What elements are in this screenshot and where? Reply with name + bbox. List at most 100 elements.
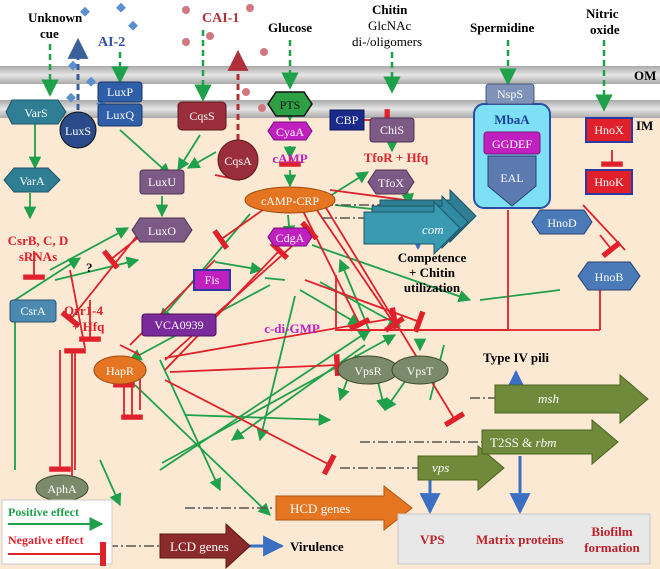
cai1-label: CAI-1 [202,11,239,26]
node-pts: PTS [267,91,313,117]
svg-text:HnoD: HnoD [547,216,577,230]
legend-positive-label: Positive effect [8,505,79,519]
unknown-cue-label-2: cue [40,26,59,41]
node-vpsr: VpsR [337,355,399,385]
legend: Positive effect Negative effect [1,499,113,566]
t2ss-label: T2SS & rbm [490,435,556,450]
svg-text:CdgA: CdgA [276,231,305,245]
node-apha: AphA [35,474,89,502]
svg-text:HnoK: HnoK [594,175,624,189]
chitin-label: Chitin [372,2,408,17]
svg-text:ChiS: ChiS [380,123,404,137]
msh-label: msh [538,391,559,406]
node-ggdef: GGDEF [483,131,541,155]
node-cbp: CBP [329,109,365,131]
matrix-proteins-label: Matrix proteins [476,532,564,547]
node-hnok: HnoK [585,169,633,195]
node-hapr: HapR [93,355,147,385]
svg-text:AphA: AphA [47,482,77,496]
vps-outcome-label: VPS [420,532,445,547]
svg-text:EAL: EAL [500,171,523,185]
unknown-cue-label-1: Unknown [28,10,83,25]
question-mark: ? [86,260,93,275]
svg-text:HnoB: HnoB [595,270,624,284]
csr-srnas-label-2: sRNAs [19,249,57,264]
camp-label: cAMP [272,151,307,166]
gene-arrow-com: com [363,188,477,256]
svg-text:GGDEF: GGDEF [492,137,532,151]
node-luxq: LuxQ [97,103,143,127]
svg-text:TfoX: TfoX [378,176,404,190]
svg-text:LuxU: LuxU [148,175,176,189]
hcd-genes-label: HCD genes [290,501,350,516]
gene-arrow-lcd: LCD genes [159,522,251,569]
node-hnox: HnoX [585,117,633,143]
svg-text:CyaA: CyaA [276,125,304,139]
ai2-label: AI-2 [98,35,125,50]
vps-gene-label: vps [432,460,449,475]
svg-text:VCA0939: VCA0939 [154,318,203,332]
gene-arrow-t2ss-rbm: T2SS & rbm [481,418,619,466]
svg-text:cAMP-CRP: cAMP-CRP [261,194,319,208]
competence-label-1: Competence [398,250,467,265]
node-luxu: LuxU [139,169,185,195]
svg-text:VpsT: VpsT [407,364,434,378]
outer-membrane [0,66,660,84]
node-vca0939: VCA0939 [141,313,217,337]
nitric-label-2: oxide [590,22,620,37]
oligomers-label: di-/oligomers [352,34,422,49]
svg-text:VarS: VarS [24,106,47,120]
node-luxo: LuxO [131,217,193,243]
svg-text:HapR: HapR [106,364,134,378]
gene-arrow-hcd: HCD genes [275,484,413,532]
node-fis: Fis [193,269,231,291]
node-hnob: HnoB [577,261,641,291]
om-label: OM [634,68,656,83]
node-tfox: TfoX [367,169,415,195]
svg-text:CqsS: CqsS [189,109,214,123]
node-vars: VarS [5,99,67,125]
node-vara: VarA [3,167,61,193]
qrr-label-1: Qrr1-4 [64,303,103,318]
svg-text:CBP: CBP [336,113,359,127]
node-eal: EAL [487,155,537,207]
competence-label-3: utilization [404,280,461,295]
im-label: IM [636,118,653,133]
node-chis: ChiS [369,117,415,143]
svg-text:NspS: NspS [497,87,523,101]
biofilm-label-2: formation [584,540,640,555]
svg-text:VarA: VarA [19,174,45,188]
node-csra: CsrA [9,299,57,323]
node-luxp: LuxP [97,81,143,103]
gene-arrow-vps: vps [417,444,505,492]
node-hnod: HnoD [531,209,593,235]
outcome-box: VPS Matrix proteins Biofilm formation [397,513,651,565]
mbaa-label: MbaA [494,112,530,127]
svg-text:LuxO: LuxO [148,224,176,238]
node-nsps: NspS [485,83,535,105]
svg-text:VpsR: VpsR [354,364,381,378]
lcd-genes-label: LCD genes [170,539,229,554]
svg-text:PTS: PTS [280,98,301,112]
qrr-label-2: + Hfq [72,319,105,334]
nodes: VarS VarA LuxS LuxP LuxQ CqsS CqsA LuxU [3,81,641,502]
gene-arrow-msh: msh [494,373,649,425]
svg-text:CsrA: CsrA [20,304,46,318]
nitric-label-1: Nitric [586,6,619,21]
competence-label-2: + Chitin [409,265,456,280]
c-di-gmp-label: c-di-GMP [264,321,320,336]
svg-text:LuxP: LuxP [107,85,133,99]
node-camp-crp: cAMP-CRP [244,186,336,214]
tfor-hfq-label: TfoR + Hfq [364,150,429,165]
node-cqsa: CqsA [217,139,259,181]
spermidine-label: Spermidine [470,20,535,35]
cai1-molecules [182,4,268,112]
svg-text:HnoX: HnoX [594,123,624,137]
node-vpst: VpsT [391,355,449,385]
com-label: com [422,222,444,237]
legend-negative-label: Negative effect [8,533,84,547]
signal-arrows [41,30,613,112]
svg-text:LuxS: LuxS [65,124,91,138]
svg-text:CqsA: CqsA [224,154,252,168]
